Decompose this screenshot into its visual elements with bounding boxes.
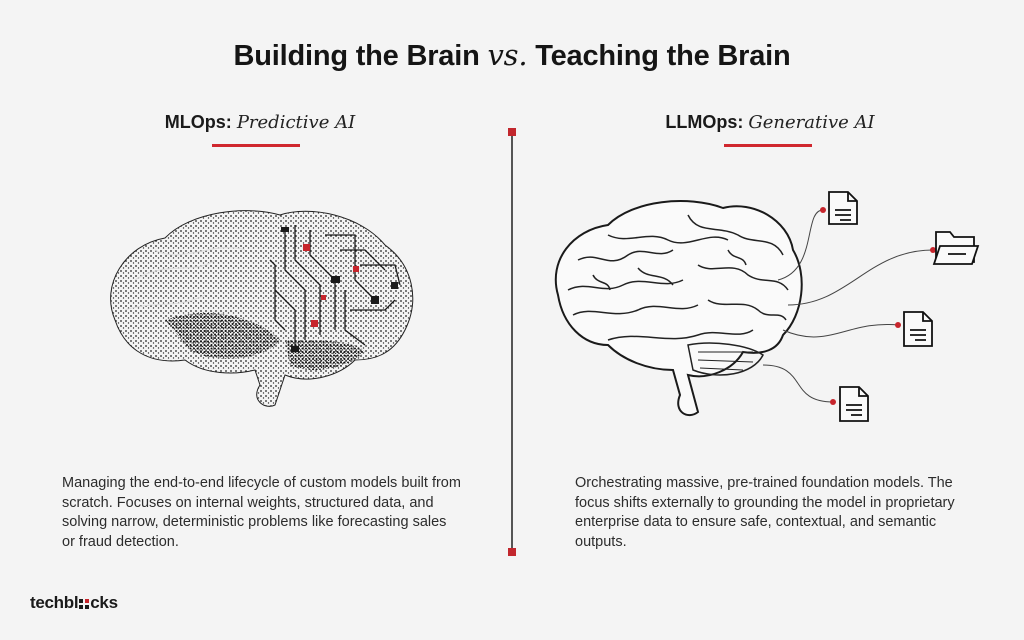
divider-cap-top: [508, 128, 516, 136]
mlops-description: Managing the end-to-end lifecycle of cus…: [62, 475, 461, 550]
document-icon: [903, 311, 933, 347]
page-title: Building the Brain vs. Teaching the Brai…: [233, 38, 791, 72]
divider-cap-bottom: [508, 548, 516, 556]
mlops-heading: MLOps: Predictive AI: [164, 112, 356, 133]
llmops-underline: [724, 144, 812, 147]
stippled-circuit-brain-illustration: [110, 210, 414, 407]
folder-icon: [932, 231, 980, 265]
mlops-underline: [212, 144, 300, 147]
document-icon: [839, 386, 869, 422]
center-divider: [511, 132, 513, 552]
llmops-heading: LLMOps: Generative AI: [665, 112, 875, 133]
llmops-description: Orchestrating massive, pre-trained found…: [575, 475, 955, 550]
document-icon: [828, 191, 858, 225]
logo-blocks-icon: [79, 599, 90, 609]
sketched-brain-with-documents-illustration: [554, 191, 980, 422]
vs-label: vs.: [487, 38, 528, 72]
